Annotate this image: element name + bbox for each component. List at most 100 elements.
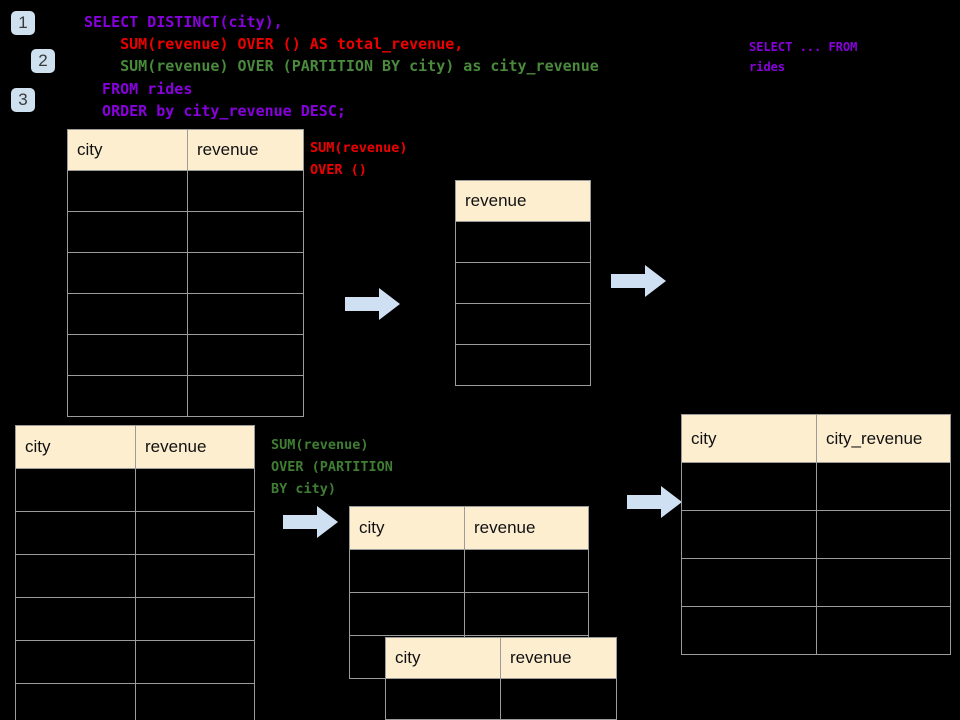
cell-city	[67, 375, 188, 417]
cell-revenue	[500, 678, 617, 720]
cell-city	[67, 252, 188, 294]
cell-city	[67, 334, 188, 376]
table-row	[15, 468, 255, 512]
table-row	[15, 511, 255, 555]
table-partition-group-2: city revenue	[385, 637, 617, 720]
table-source-rides-bottom: city revenue	[15, 425, 255, 720]
table-row	[67, 375, 304, 417]
cell-revenue	[135, 683, 255, 720]
cell-city	[15, 640, 136, 684]
cell-revenue	[455, 221, 591, 263]
table-row	[681, 462, 951, 511]
cell-city	[15, 554, 136, 598]
table-row	[385, 678, 617, 720]
table-row	[67, 293, 304, 335]
table-row	[15, 597, 255, 641]
cell-revenue	[455, 262, 591, 304]
cell-city-revenue	[816, 462, 951, 511]
table-row	[681, 606, 951, 655]
table-header-row: city revenue	[349, 506, 589, 550]
cell-city	[15, 597, 136, 641]
cell-revenue	[455, 344, 591, 386]
cell-revenue	[464, 592, 589, 636]
table-row	[349, 592, 589, 636]
table-row	[455, 303, 591, 345]
table-row	[67, 170, 304, 212]
sql-line-sum-over-partition: SUM(revenue) OVER (PARTITION BY city) as…	[84, 57, 599, 75]
sql-line-from-rides: FROM rides	[84, 80, 193, 98]
column-header-city: city	[385, 637, 501, 679]
cell-revenue	[187, 293, 304, 335]
annotation-select-from-rides: SELECT ... FROM rides	[749, 40, 858, 74]
cell-revenue	[187, 211, 304, 253]
arrow-right-icon-partition-to-result	[627, 486, 682, 518]
table-row	[455, 262, 591, 304]
table-row	[15, 683, 255, 720]
cell-city	[15, 468, 136, 512]
cell-revenue	[187, 334, 304, 376]
cell-city	[681, 558, 817, 607]
cell-city	[349, 592, 465, 636]
cell-city	[681, 606, 817, 655]
cell-city	[385, 678, 501, 720]
cell-revenue	[135, 511, 255, 555]
cell-city	[67, 293, 188, 335]
column-header-revenue: revenue	[187, 129, 304, 171]
step-badge-3: 3	[11, 88, 35, 112]
table-row	[15, 554, 255, 598]
table-header-row: city revenue	[385, 637, 617, 679]
column-header-city: city	[681, 414, 817, 463]
cell-city	[67, 170, 188, 212]
column-header-revenue: revenue	[500, 637, 617, 679]
cell-revenue	[455, 303, 591, 345]
column-header-revenue: revenue	[135, 425, 255, 469]
column-header-revenue: revenue	[464, 506, 589, 550]
arrow-right-icon-source-to-total	[345, 288, 400, 320]
table-header-row: city revenue	[15, 425, 255, 469]
cell-revenue	[135, 554, 255, 598]
column-header-city-revenue: city_revenue	[816, 414, 951, 463]
cell-city	[15, 511, 136, 555]
step-badge-1: 1	[11, 11, 35, 35]
table-row	[681, 510, 951, 559]
step-badge-2: 2	[31, 49, 55, 73]
annotation-sum-over-partition: SUM(revenue) OVER (PARTITION BY city)	[271, 437, 393, 497]
annotation-sum-over-empty: SUM(revenue) OVER ()	[310, 140, 408, 178]
cell-revenue	[135, 640, 255, 684]
cell-city	[67, 211, 188, 253]
cell-city-revenue	[816, 510, 951, 559]
column-header-city: city	[349, 506, 465, 550]
cell-revenue	[464, 549, 589, 593]
sql-line-order-by: ORDER by city_revenue DESC;	[84, 102, 346, 120]
cell-revenue	[187, 252, 304, 294]
table-row	[67, 252, 304, 294]
table-total-revenue: revenue	[455, 180, 591, 386]
arrow-right-icon-source-to-partition	[283, 506, 338, 538]
cell-city-revenue	[816, 558, 951, 607]
cell-city	[681, 462, 817, 511]
cell-city	[15, 683, 136, 720]
cell-revenue	[187, 170, 304, 212]
cell-revenue	[135, 597, 255, 641]
cell-revenue	[187, 375, 304, 417]
cell-revenue	[135, 468, 255, 512]
table-row	[15, 640, 255, 684]
arrow-right-icon-total-to-result	[611, 265, 666, 297]
table-row	[349, 549, 589, 593]
table-row	[67, 334, 304, 376]
table-source-rides-top: city revenue	[67, 129, 304, 417]
table-header-row: city revenue	[67, 129, 304, 171]
table-row	[67, 211, 304, 253]
table-header-row: revenue	[455, 180, 591, 222]
cell-city	[681, 510, 817, 559]
column-header-revenue: revenue	[455, 180, 591, 222]
sql-line-sum-over-empty: SUM(revenue) OVER () AS total_revenue,	[84, 35, 464, 53]
table-row	[681, 558, 951, 607]
column-header-city: city	[15, 425, 136, 469]
table-row	[455, 344, 591, 386]
column-header-city: city	[67, 129, 188, 171]
table-header-row: city city_revenue	[681, 414, 951, 463]
table-row	[455, 221, 591, 263]
cell-city-revenue	[816, 606, 951, 655]
